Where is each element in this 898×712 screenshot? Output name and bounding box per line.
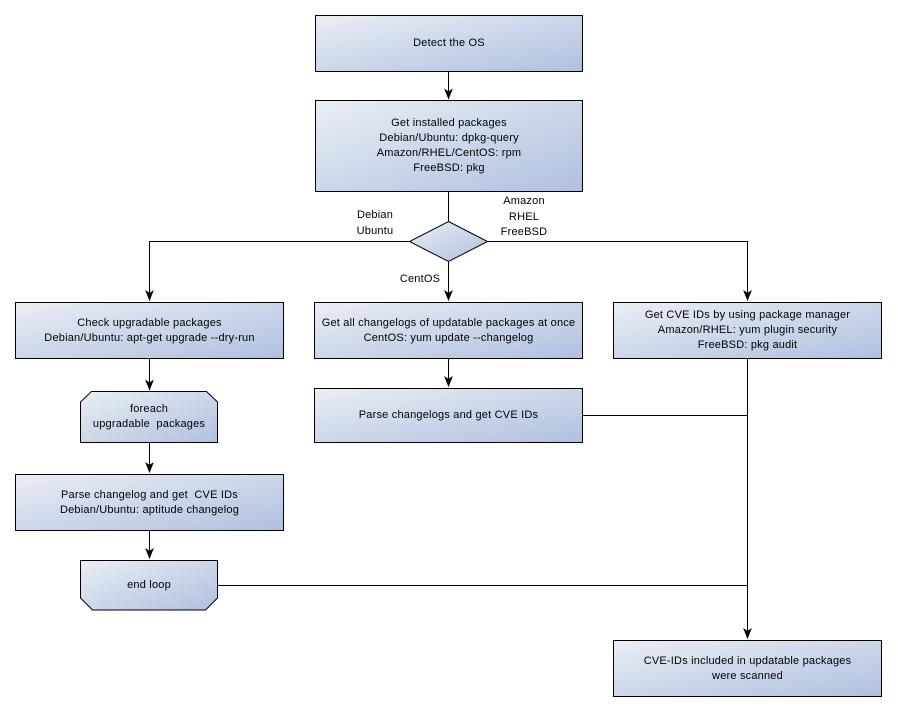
edge-label-debian-ubuntu: Debian Ubuntu	[338, 208, 412, 239]
node-check-upgradable: Check upgradable packages Debian/Ubuntu:…	[15, 302, 284, 359]
node-text-line: Parse changelog and get CVE IDs	[60, 488, 238, 501]
edge-label-line: Debian	[356, 209, 394, 221]
node-text-line: Check upgradable packages	[77, 316, 222, 329]
node-end-loop: end loop	[80, 560, 218, 610]
node-text-line: Amazon/RHEL/CentOS: rpm	[376, 147, 522, 159]
node-detect-os: Detect the OS	[315, 15, 583, 72]
node-text-line: Detect the OS	[413, 37, 485, 50]
edge-label-amazon-rhel-freebsd: Amazon RHEL FreeBSD	[487, 194, 561, 241]
node-scan-result: CVE-IDs included in updatable packages w…	[613, 640, 882, 697]
edge-label-line: Amazon	[503, 195, 545, 207]
node-parse-changelogs: Parse changelogs and get CVE IDs	[314, 388, 583, 443]
node-text-line: Parse changelogs and get CVE IDs	[358, 409, 539, 422]
foreach-shape	[80, 391, 218, 443]
node-text-line: FreeBSD: pkg	[413, 161, 485, 174]
node-text-line: Get CVE IDs by using package manager	[644, 309, 851, 322]
end-loop-shape	[80, 560, 218, 611]
node-text-line: FreeBSD: pkg audit	[697, 338, 798, 351]
node-text-line: foreach	[129, 403, 169, 416]
edge-label-line: RHEL	[508, 210, 540, 223]
node-text-line: Debian/Ubuntu: apt-get upgrade --dry-run	[44, 331, 255, 344]
edge-label-centos: CentOS	[383, 272, 457, 288]
node-text-line: upgradable packages	[92, 418, 206, 430]
node-text-line: Amazon/RHEL: yum plugin security	[657, 324, 838, 337]
edge-label-line: FreeBSD	[500, 226, 548, 238]
node-text-line: CentOS: yum update --changelog	[363, 331, 534, 344]
edge-decision-to-get-cve-ids	[487, 241, 752, 302]
edge-label-line: CentOS	[399, 273, 441, 285]
node-get-all-changelogs: Get all changelogs of updatable packages…	[314, 302, 583, 359]
edge-label-line: Ubuntu	[356, 224, 394, 237]
node-text-line: end loop	[127, 578, 171, 591]
node-foreach-loop: foreach upgradable packages	[80, 391, 218, 443]
node-get-cve-ids: Get CVE IDs by using package manager Ama…	[613, 302, 882, 359]
node-text-line: Get installed packages	[391, 117, 507, 130]
node-text-line: CVE-IDs included in updatable packages	[643, 654, 852, 667]
node-get-installed-packages: Get installed packages Debian/Ubuntu: dp…	[315, 100, 583, 192]
decision-diamond	[408, 220, 489, 263]
node-text-line: Debian/Ubuntu: dpkg-query	[379, 132, 519, 145]
node-text-line: Debian/Ubuntu: aptitude changelog	[59, 503, 240, 516]
node-text-line: were scanned	[712, 669, 783, 682]
node-parse-changelog: Parse changelog and get CVE IDs Debian/U…	[15, 474, 284, 531]
edge-decision-to-check-upgradable	[145, 241, 410, 302]
node-text-line: Get all changelogs of updatable packages…	[321, 316, 576, 329]
